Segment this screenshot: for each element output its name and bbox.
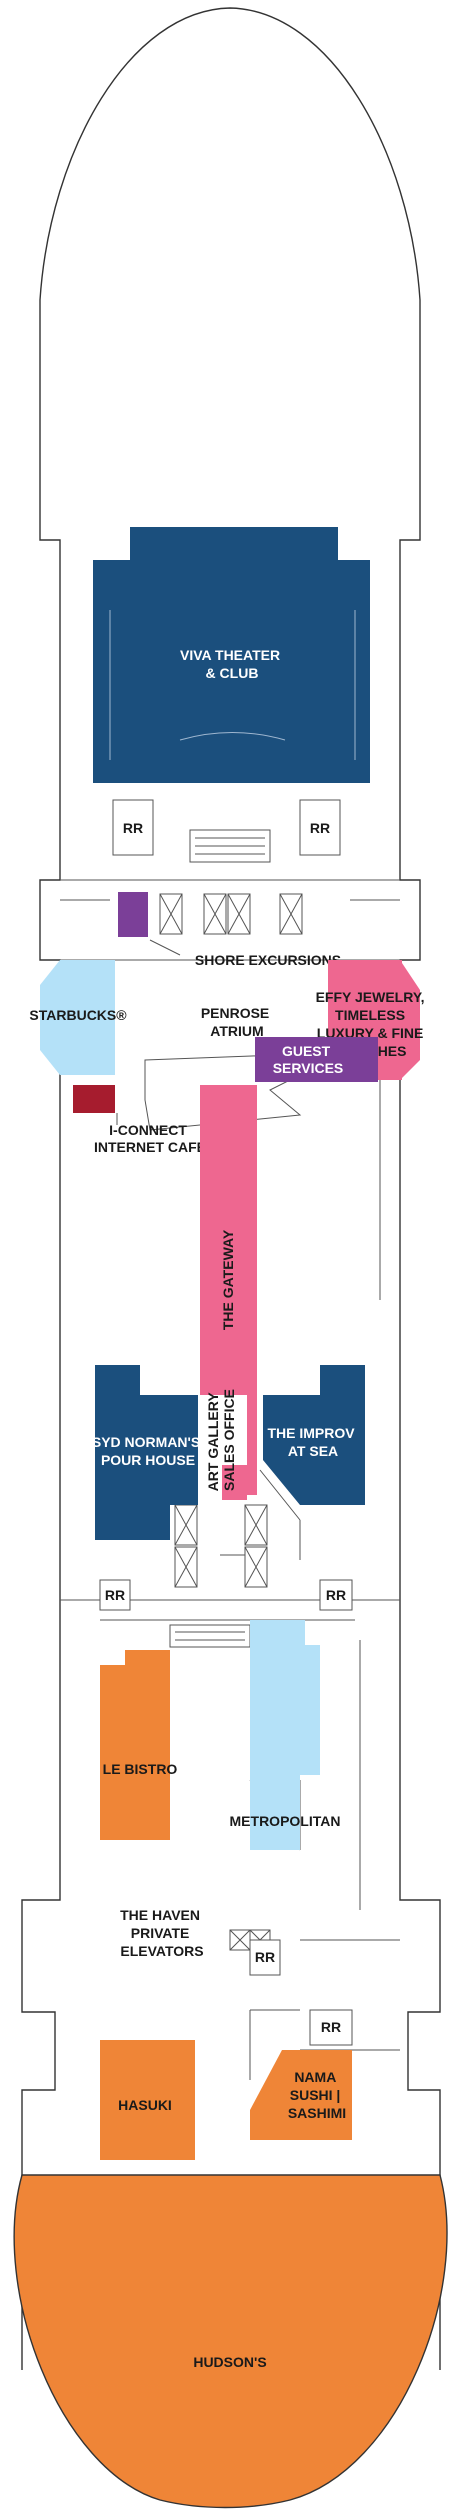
hasuki-venue[interactable]: HASUKI [100,2040,195,2160]
nama-sushi-venue[interactable]: NAMA SUSHI | SASHIMI [250,2050,352,2140]
elevator-row-aft [174,1504,268,1588]
restroom-label: RR [310,820,330,836]
elevator-bank-forward [189,829,271,863]
le-bistro-venue[interactable]: LE BISTRO [100,1650,177,1840]
metropolitan-label: METROPOLITAN [230,1813,341,1829]
restroom-label: RR [105,1587,125,1603]
penrose-atrium-label: PENROSE ATRIUM [201,1005,273,1039]
escalator-aft [169,1624,251,1648]
guest-services-label: GUEST SERVICES [273,1043,344,1076]
le-bistro-label: LE BISTRO [103,1761,178,1777]
shore-excursions-venue[interactable]: SHORE EXCURSIONS [118,892,341,968]
art-gallery-label: ART GALLERY SALES OFFICE [205,1389,237,1492]
viva-theater-venue[interactable]: VIVA THEATER & CLUB [93,527,370,783]
shore-excursions-label: SHORE EXCURSIONS [195,952,341,968]
restroom-blocks: RR RR RR RR RR RR [99,799,353,2046]
starbucks-label: STARBUCKS® [29,1007,127,1023]
hudsons-venue[interactable]: HUDSON'S [13,2174,448,2509]
haven-elevators-label: THE HAVEN PRIVATE ELEVATORS [120,1907,204,1959]
iconnect-venue[interactable]: I-CONNECT INTERNET CAFÉ [73,1085,206,1155]
haven-elevators-venue[interactable]: THE HAVEN PRIVATE ELEVATORS [120,1907,204,1959]
hasuki-label: HASUKI [118,2097,172,2113]
improv-label: THE IMPROV AT SEA [267,1425,358,1459]
starbucks-venue[interactable]: STARBUCKS® [29,960,127,1075]
restroom-label: RR [255,1949,275,1965]
ship-hull [21,7,441,2370]
hudsons-label: HUDSON'S [193,2354,266,2370]
syd-norman-label: SYD NORMAN'S POUR HOUSE [92,1434,204,1468]
elevator-row-midship [159,893,303,935]
penrose-atrium-venue[interactable]: PENROSE ATRIUM [201,1005,273,1039]
restroom-label: RR [326,1587,346,1603]
restroom-label: RR [321,2019,341,2035]
the-gateway-label: THE GATEWAY [220,1229,236,1330]
iconnect-label: I-CONNECT INTERNET CAFÉ [94,1122,206,1155]
viva-theater-label: VIVA THEATER & CLUB [180,647,284,681]
improv-venue[interactable]: THE IMPROV AT SEA [263,1365,365,1505]
guest-services-venue[interactable]: GUEST SERVICES [255,1037,378,1082]
art-gallery-venue[interactable]: ART GALLERY SALES OFFICE [200,1389,247,1500]
restroom-label: RR [123,820,143,836]
nama-sushi-label: NAMA SUSHI | SASHIMI [288,2069,346,2121]
metropolitan-venue[interactable]: METROPOLITAN [230,1620,341,1850]
syd-norman-venue[interactable]: SYD NORMAN'S POUR HOUSE [92,1365,204,1540]
